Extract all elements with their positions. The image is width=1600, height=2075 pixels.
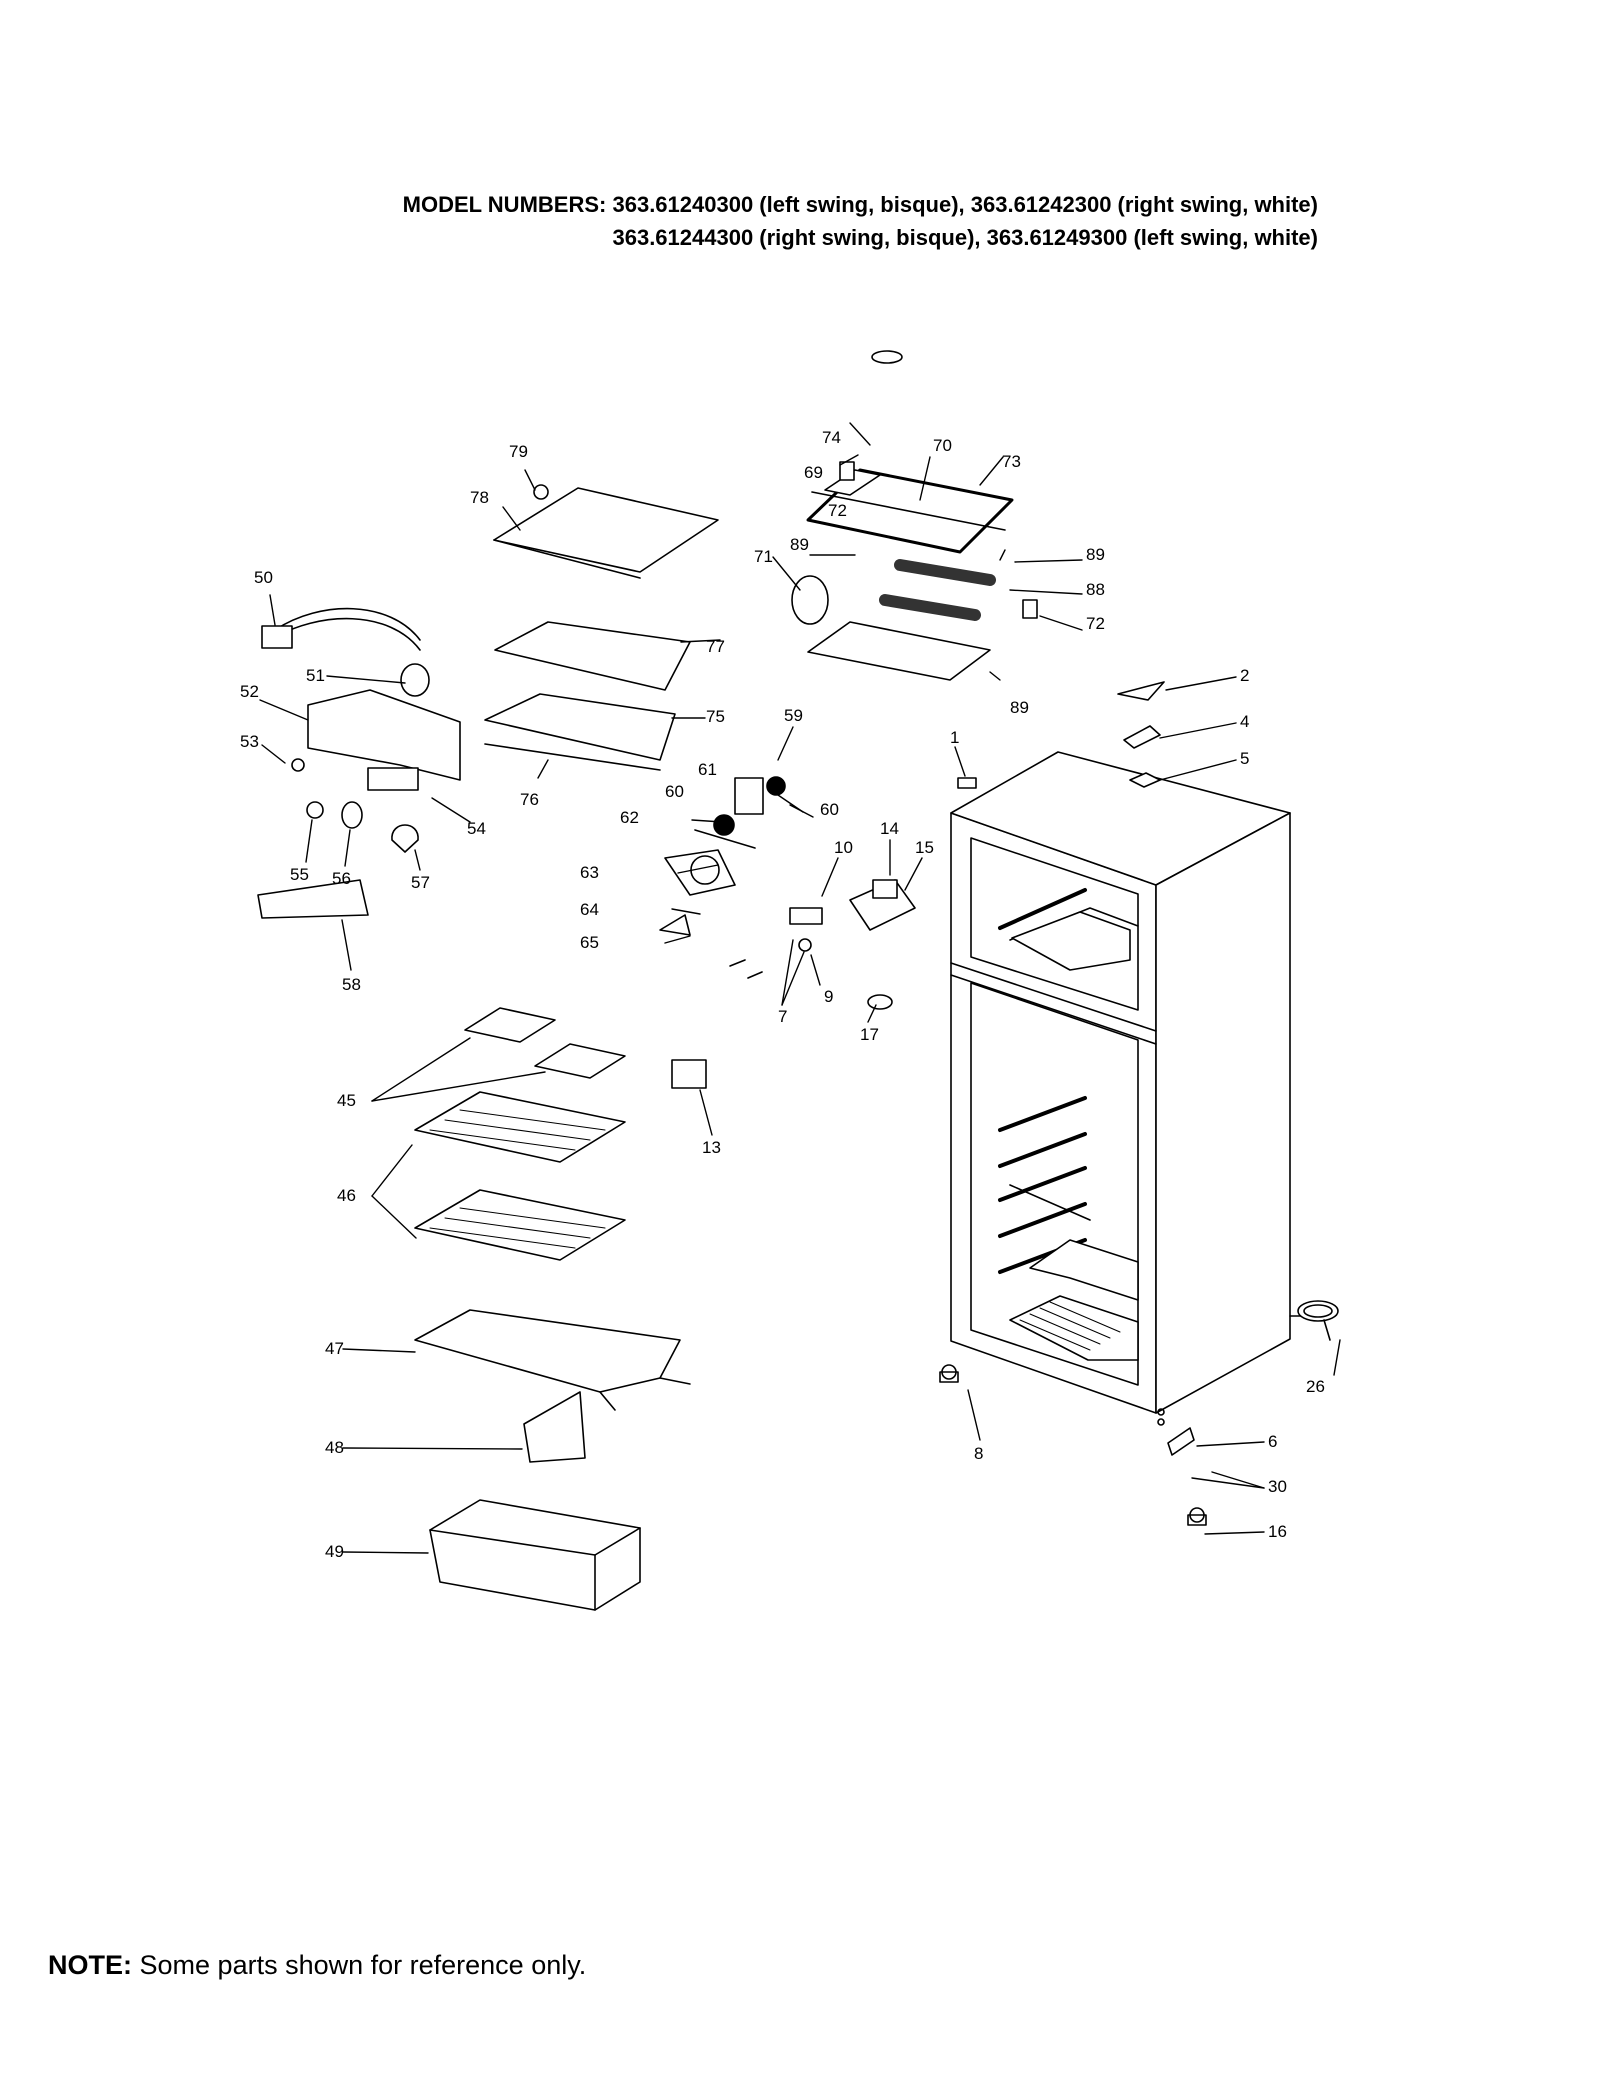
power-cord xyxy=(1289,1300,1339,1341)
callout-56: 56 xyxy=(332,869,351,888)
callout-75: 75 xyxy=(706,707,725,726)
callout-17: 17 xyxy=(860,1025,879,1044)
note-label: NOTE: xyxy=(48,1950,132,1980)
callout-26: 26 xyxy=(1306,1377,1325,1396)
freezer-panels xyxy=(484,484,719,771)
callout-62: 62 xyxy=(620,808,639,827)
callout-5: 5 xyxy=(1240,749,1249,768)
callout-61: 61 xyxy=(698,760,717,779)
callout-71: 71 xyxy=(754,547,773,566)
callout-55: 55 xyxy=(290,865,309,884)
model-numbers-list-1: 363.61240300 (left swing, bisque), 363.6… xyxy=(612,192,1318,217)
callout-58: 58 xyxy=(342,975,361,994)
callout-49: 49 xyxy=(325,1542,344,1561)
callout-6: 6 xyxy=(1268,1432,1277,1451)
callout-57: 57 xyxy=(411,873,430,892)
callout-labels: 1 2 4 5 6 7 8 9 10 13 14 15 16 17 26 30 … xyxy=(240,428,1325,1561)
callout-51: 51 xyxy=(306,666,325,685)
callout-63: 63 xyxy=(580,863,599,882)
callout-65: 65 xyxy=(580,933,599,952)
leader-lines xyxy=(259,422,1341,1554)
callout-30: 30 xyxy=(1268,1477,1287,1496)
callout-78: 78 xyxy=(470,488,489,507)
callout-7: 7 xyxy=(778,1007,787,1026)
ice-trays xyxy=(464,1007,626,1079)
footer-note: NOTE: Some parts shown for reference onl… xyxy=(48,1950,586,1981)
callout-72b: 72 xyxy=(1086,614,1105,633)
callout-88: 88 xyxy=(1086,580,1105,599)
callout-46: 46 xyxy=(337,1186,356,1205)
callout-70: 70 xyxy=(933,436,952,455)
model-numbers-label: MODEL NUMBERS: xyxy=(402,192,607,217)
callout-2: 2 xyxy=(1240,666,1249,685)
callout-47: 47 xyxy=(325,1339,344,1358)
fan-motor-group xyxy=(659,776,786,979)
callout-50: 50 xyxy=(254,568,273,587)
callout-69: 69 xyxy=(804,463,823,482)
crisper-assembly xyxy=(414,1309,691,1611)
callout-52: 52 xyxy=(240,682,259,701)
callout-89c: 89 xyxy=(1010,698,1029,717)
callout-9: 9 xyxy=(824,987,833,1006)
callout-13: 13 xyxy=(702,1138,721,1157)
hardware-right xyxy=(939,681,1207,1526)
callout-45: 45 xyxy=(337,1091,356,1110)
callout-54: 54 xyxy=(467,819,486,838)
model-numbers-header: MODEL NUMBERS: 363.61240300 (left swing,… xyxy=(0,188,1318,254)
callout-16: 16 xyxy=(1268,1522,1287,1541)
callout-8: 8 xyxy=(974,1444,983,1463)
callout-64: 64 xyxy=(580,900,599,919)
cabinet xyxy=(950,751,1291,1414)
control-housing xyxy=(257,607,461,919)
callout-74: 74 xyxy=(822,428,841,447)
callout-73: 73 xyxy=(1002,452,1021,471)
callout-1: 1 xyxy=(950,728,959,747)
callout-60b: 60 xyxy=(820,800,839,819)
callout-77: 77 xyxy=(706,637,725,656)
callout-4: 4 xyxy=(1240,712,1249,731)
callout-72a: 72 xyxy=(828,501,847,520)
callout-48: 48 xyxy=(325,1438,344,1457)
callout-14: 14 xyxy=(880,819,899,838)
callout-89a: 89 xyxy=(790,535,809,554)
callout-53: 53 xyxy=(240,732,259,751)
callout-60a: 60 xyxy=(665,782,684,801)
model-numbers-line-2: 363.61244300 (right swing, bisque), 363.… xyxy=(612,225,1318,250)
model-numbers-line-1: MODEL NUMBERS: 363.61240300 (left swing,… xyxy=(0,188,1318,221)
callout-79: 79 xyxy=(509,442,528,461)
wire-shelves xyxy=(414,1091,626,1261)
callout-76: 76 xyxy=(520,790,539,809)
callout-89b: 89 xyxy=(1086,545,1105,564)
coil-group xyxy=(791,350,1038,681)
callout-10: 10 xyxy=(834,838,853,857)
callout-59: 59 xyxy=(784,706,803,725)
control-hardware xyxy=(671,879,916,1089)
note-text: Some parts shown for reference only. xyxy=(139,1950,587,1980)
callout-15: 15 xyxy=(915,838,934,857)
